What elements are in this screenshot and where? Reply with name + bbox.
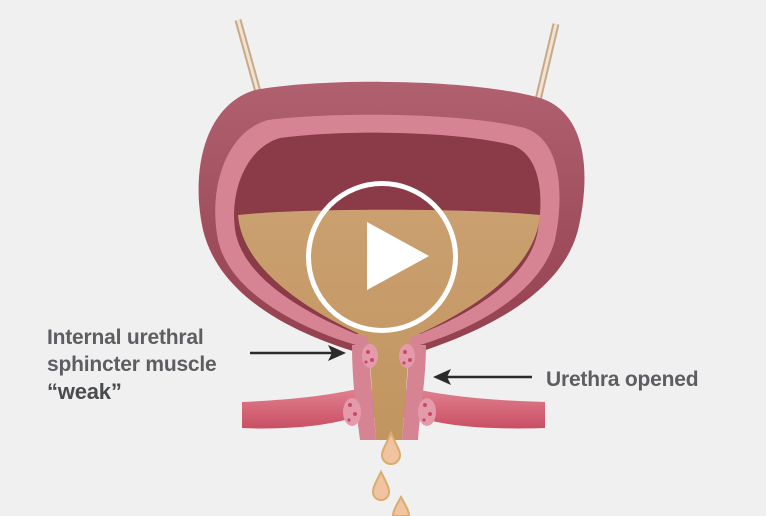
play-button[interactable] bbox=[306, 181, 458, 333]
play-icon bbox=[367, 222, 429, 290]
label-line: sphincter muscle bbox=[47, 353, 217, 376]
sphincter-muscle bbox=[343, 344, 436, 426]
arrow-sphincter bbox=[250, 345, 346, 361]
urine-droplets bbox=[371, 430, 411, 516]
label-line: Internal urethral bbox=[47, 326, 204, 349]
arrow-urethra bbox=[433, 369, 532, 385]
ureter-left bbox=[234, 19, 262, 93]
label-weak: “weak” bbox=[47, 379, 122, 404]
ureter-right bbox=[534, 23, 560, 101]
label-urethra-opened: Urethra opened bbox=[546, 368, 699, 391]
label-internal-sphincter: Internal urethral sphincter muscle “weak… bbox=[47, 324, 247, 405]
